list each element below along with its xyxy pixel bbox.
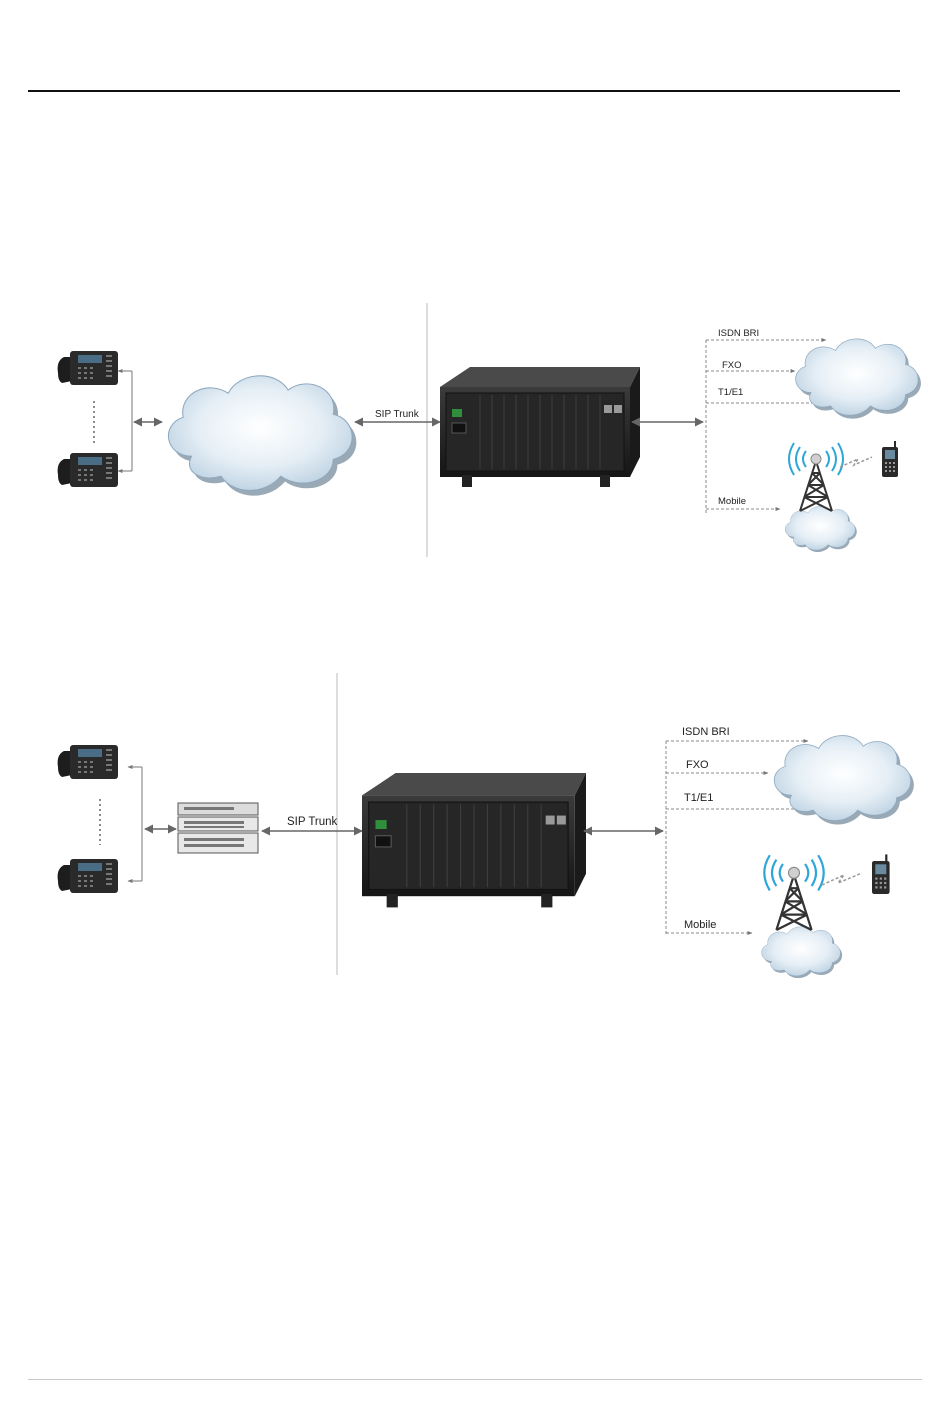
ip-phone-icon [58, 453, 118, 487]
ip-pbx-icon [178, 803, 258, 853]
mobile-network-cloud [762, 927, 843, 978]
ip-phone-icon [58, 859, 118, 893]
ip-phone-icon [58, 351, 118, 385]
link-label-fxo: FXO [722, 360, 742, 371]
pstn-cloud [796, 339, 921, 419]
link-label-mobile: Mobile [718, 496, 746, 507]
mobile-network-cloud [785, 506, 857, 552]
link-label-isdn: ISDN BRI [682, 726, 730, 738]
link-label-mobile: Mobile [684, 919, 716, 931]
wireless-signal-icon [822, 873, 862, 885]
network-diagram-1: SIP Trunk ISDN BRI FXO T1/E1 Mobile [0, 295, 950, 565]
mobile-phone-icon [882, 441, 898, 477]
media-gateway-chassis [440, 367, 640, 487]
pstn-cloud [774, 736, 914, 825]
wireless-signal-icon [840, 457, 872, 467]
network-diagram-2: SIP Trunk ISDN BRI FXO T1/E1 Mobile [0, 665, 950, 985]
ip-network-cloud [168, 376, 356, 496]
sip-trunk-label: SIP Trunk [375, 409, 420, 420]
cell-tower-icon [789, 443, 843, 511]
link-label-t1e1: T1/E1 [684, 792, 713, 804]
link-label-isdn: ISDN BRI [718, 328, 759, 339]
footer-rule [28, 1379, 922, 1380]
cell-tower-icon [764, 855, 823, 930]
header-rule [28, 90, 900, 92]
link-label-fxo: FXO [686, 759, 709, 771]
sip-trunk-label: SIP Trunk [287, 816, 338, 828]
mobile-phone-icon [872, 854, 890, 894]
media-gateway-chassis [362, 773, 586, 907]
phone-bracket [128, 767, 142, 881]
phone-bracket [118, 371, 132, 471]
link-label-t1e1: T1/E1 [718, 387, 743, 398]
ip-phone-icon [58, 745, 118, 779]
